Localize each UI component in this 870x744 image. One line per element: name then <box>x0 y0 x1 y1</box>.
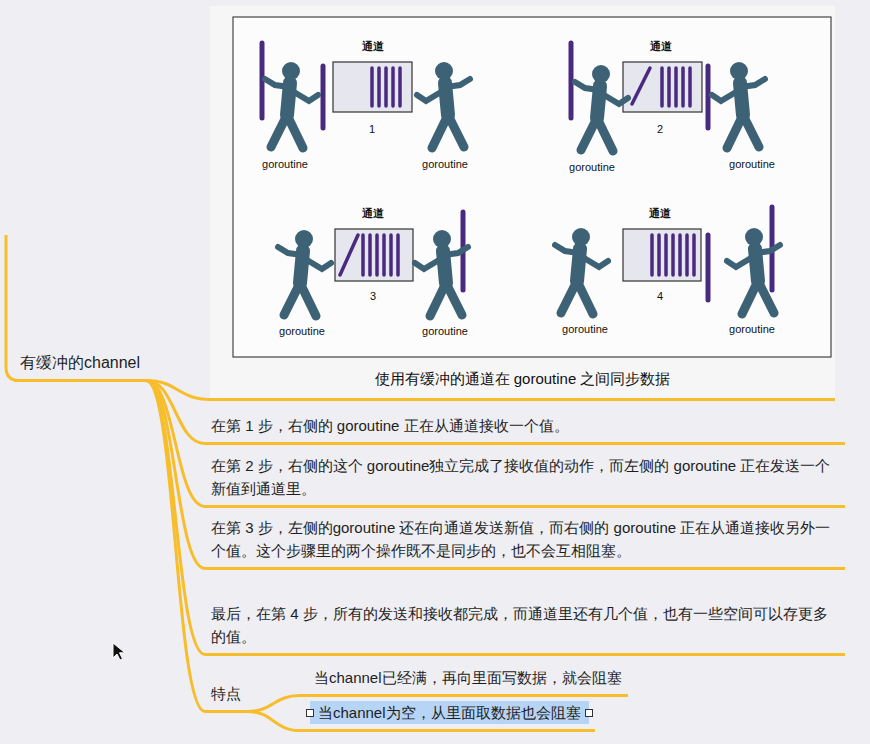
topic-text: 在第 3 步，左侧的goroutine 还在向通道发送新值，而右侧的 gorou… <box>211 516 839 562</box>
value-bar <box>674 68 678 106</box>
topic-text: 最后，在第 4 步，所有的发送和接收都完成，而通道里还有几个值，也有一些空间可以… <box>211 602 839 648</box>
topic-text: 在第 1 步，右侧的 goroutine 正在从通道接收一个值。 <box>211 414 839 437</box>
value-bar <box>681 68 685 106</box>
value-bar <box>685 235 689 275</box>
step-number: 4 <box>657 290 663 303</box>
held-bar <box>262 43 772 300</box>
branch-line <box>146 381 205 712</box>
value-bar <box>664 235 668 275</box>
value-bar <box>660 68 664 106</box>
branch-topic: 特点 <box>205 678 247 713</box>
figure-label: goroutine <box>422 325 468 338</box>
figure-caption: 使用有缓冲的通道在 goroutine 之间同步数据 <box>210 367 835 390</box>
branch-topic: 在第 3 步，左侧的goroutine 还在向通道发送新值，而右侧的 gorou… <box>205 512 845 570</box>
topic-text: 特点 <box>211 682 241 705</box>
root-topic: 有缓冲的channel <box>14 347 146 382</box>
figure-label: goroutine <box>562 323 608 336</box>
held-bar <box>706 66 711 128</box>
goroutine-figure <box>417 62 470 148</box>
mindmap-branch <box>6 235 19 381</box>
goroutine-figure <box>575 65 628 151</box>
branch-line <box>247 696 300 712</box>
value-bar <box>361 235 365 275</box>
leaf-topic: 当channel已经满，再向里面写数据，就会阻塞 <box>300 662 628 697</box>
step-number: 1 <box>369 123 375 136</box>
mouse-cursor <box>113 643 125 660</box>
selected-topic: 当channel为空，从里面取数据也会阻塞 <box>300 697 595 732</box>
branch-line <box>146 381 205 507</box>
value-bar <box>657 235 661 275</box>
branch-line <box>146 381 205 655</box>
figure-label: 通道 <box>362 40 384 53</box>
step-number: 2 <box>657 123 663 136</box>
channel-box <box>623 229 701 281</box>
goroutine-figure <box>265 62 318 148</box>
figure-label: goroutine <box>422 158 468 171</box>
value-bar <box>650 235 654 275</box>
mouse-cursor <box>113 643 125 660</box>
channel-box <box>623 62 702 112</box>
held-bar <box>706 235 711 300</box>
branch-line <box>247 712 300 731</box>
figure-label: 通道 <box>650 40 672 53</box>
goroutine-figure <box>265 62 780 316</box>
figure-label: goroutine <box>569 161 615 174</box>
topic-text: 在第 2 步，右侧的这个 goroutine独立完成了接收值的动作，而左侧的 g… <box>211 454 839 500</box>
figure-label: goroutine <box>729 323 775 336</box>
goroutine-figure <box>727 228 780 314</box>
value-bar <box>632 68 650 104</box>
value-bar <box>671 235 675 275</box>
channel-box <box>333 62 702 281</box>
value-bar <box>377 68 381 106</box>
value-bar <box>375 235 379 275</box>
value-bar <box>382 235 386 275</box>
figure-label: goroutine <box>262 158 308 171</box>
illustration-item: 使用有缓冲的通道在 goroutine 之间同步数据 <box>210 6 835 401</box>
value-bar <box>340 235 358 275</box>
goroutine-figure <box>712 62 765 148</box>
step-number: 3 <box>370 290 376 303</box>
value-bar <box>678 235 682 275</box>
value-bar <box>667 68 671 106</box>
picture-frame <box>210 6 835 398</box>
value-bar <box>396 235 400 275</box>
figure-label: goroutine <box>729 158 775 171</box>
figure-label: goroutine <box>279 325 325 338</box>
picture-frame <box>233 17 831 357</box>
value-bar <box>389 235 393 275</box>
figure-label: 通道 <box>649 207 671 220</box>
channel-box <box>335 229 413 281</box>
value-bar <box>384 68 388 106</box>
value-bar <box>391 68 395 106</box>
value-bar <box>370 68 374 106</box>
topic-text: 当channel为空，从里面取数据也会阻塞 <box>310 701 589 724</box>
value-bar <box>688 68 692 106</box>
channel-box <box>333 62 412 112</box>
branch-topic: 在第 1 步，右侧的 goroutine 正在从通道接收一个值。 <box>205 410 845 445</box>
branch-topic: 在第 2 步，右侧的这个 goroutine独立完成了接收值的动作，而左侧的 g… <box>205 450 845 508</box>
value-bar <box>340 68 694 275</box>
picture-frame <box>210 6 835 398</box>
goroutine-figure <box>415 230 468 316</box>
held-bar <box>321 66 326 128</box>
topic-text: 当channel已经满，再向里面写数据，就会阻塞 <box>314 666 622 689</box>
value-bar <box>692 235 696 275</box>
figure-label: 通道 <box>362 207 384 220</box>
branch-topic: 最后，在第 4 步，所有的发送和接收都完成，而通道里还有几个值，也有一些空间可以… <box>205 598 845 656</box>
mindmap-branch <box>6 235 19 381</box>
goroutine-figure <box>278 230 331 316</box>
goroutine-figure <box>555 228 608 314</box>
topic-text: 有缓冲的channel <box>20 351 140 374</box>
value-bar <box>398 68 402 106</box>
value-bar <box>368 235 372 275</box>
